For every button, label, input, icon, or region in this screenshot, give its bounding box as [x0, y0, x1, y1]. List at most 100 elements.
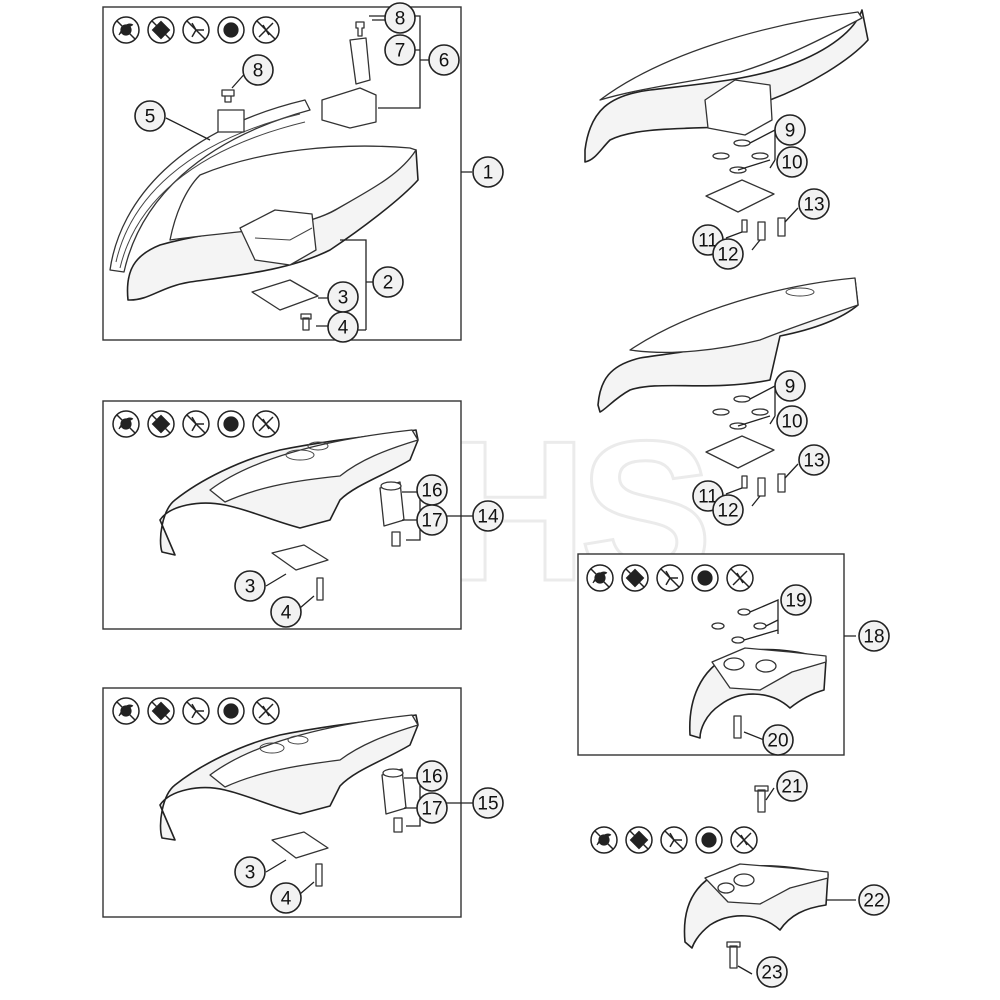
- symbol-row-panel-18: [586, 564, 754, 592]
- callout-16-p15: 16: [416, 760, 448, 792]
- callout-6: 6: [428, 44, 460, 76]
- svg-text:1: 1: [483, 163, 494, 184]
- callout-12-mid: 12: [712, 494, 744, 526]
- mounting-plate-part-3: [251, 279, 319, 311]
- svg-text:23: 23: [761, 963, 782, 984]
- disc-blade-icon: [217, 697, 245, 725]
- screw-part-11: [741, 219, 748, 233]
- callout-10-top: 10: [776, 146, 808, 178]
- callout-1: 1: [472, 156, 504, 188]
- washer-part-19-c: [753, 622, 767, 630]
- trimmer-head-icon: [112, 16, 140, 44]
- svg-text:3: 3: [338, 288, 349, 309]
- callout-15: 15: [472, 787, 504, 819]
- plate-right-middle: [705, 435, 775, 469]
- callout-4-p14: 4: [270, 596, 302, 628]
- callout-18: 18: [858, 620, 890, 652]
- callout-4: 4: [327, 311, 359, 343]
- callout-3-p15: 3: [234, 856, 266, 888]
- svg-text:16: 16: [421, 767, 442, 788]
- trimmer-head-icon: [112, 697, 140, 725]
- trimmer-head-icon: [586, 564, 614, 592]
- svg-text:13: 13: [803, 195, 824, 216]
- screw-part-4-p14: [316, 577, 324, 601]
- callout-9-top: 9: [774, 114, 806, 146]
- callout-8-top: 8: [384, 2, 416, 34]
- callout-17-p14: 17: [416, 504, 448, 536]
- washer-part-19-a: [737, 608, 751, 616]
- callout-23: 23: [756, 956, 788, 988]
- svg-text:22: 22: [863, 891, 884, 912]
- symbol-row-panel-15: [112, 697, 280, 725]
- callout-21: 21: [776, 770, 808, 802]
- disc-blade-icon: [217, 410, 245, 438]
- main-guard-part-1: [126, 149, 419, 301]
- disc-blade-icon: [217, 16, 245, 44]
- screw-part-8-lower: [221, 89, 235, 103]
- plate-right-top: [705, 179, 775, 213]
- screw-part-17: [391, 531, 401, 547]
- guard-part-22-top: [704, 863, 829, 905]
- callout-3: 3: [327, 281, 359, 313]
- guard-extension-clip: [217, 109, 245, 133]
- disc-blade-icon: [691, 564, 719, 592]
- svg-text:9: 9: [785, 121, 796, 142]
- guard-part-22-boss-2: [717, 882, 735, 894]
- bracket-plate-part-7: [349, 37, 371, 85]
- callout-9-mid: 9: [774, 370, 806, 402]
- guard-right-top-block: [704, 79, 773, 136]
- guard-extension-inner-2: [119, 121, 306, 269]
- washer-part-10-a: [751, 152, 769, 160]
- svg-text:15: 15: [477, 794, 498, 815]
- plate-part-3-p15: [271, 831, 329, 859]
- three-blade-icon: [182, 697, 210, 725]
- guard-part-18-boss-1: [723, 657, 745, 671]
- screw-part-11-b: [741, 475, 748, 489]
- washer-part-19-b: [711, 622, 725, 630]
- screw-part-12: [757, 221, 766, 241]
- callout-16-p14: 16: [416, 474, 448, 506]
- guard-extension-inner: [115, 113, 301, 263]
- screw-part-13: [777, 217, 786, 237]
- callout-8-left: 8: [242, 54, 274, 86]
- svg-text:4: 4: [281, 603, 292, 624]
- polycut-head-icon: [625, 826, 653, 854]
- two-blade-icon: [252, 697, 280, 725]
- svg-text:4: 4: [281, 889, 292, 910]
- spacer-part-16-p15-top: [382, 768, 404, 778]
- guard-right-middle-top: [629, 277, 859, 354]
- polycut-head-icon: [147, 697, 175, 725]
- svg-text:4: 4: [338, 318, 349, 339]
- guard-part-14-top: [209, 429, 419, 503]
- svg-text:14: 14: [477, 507, 499, 528]
- screw-part-17-p15: [393, 817, 403, 833]
- guard-part-14-hole-2: [307, 441, 329, 451]
- callout-5: 5: [134, 100, 166, 132]
- screw-part-20: [733, 715, 742, 739]
- svg-text:2: 2: [383, 273, 394, 294]
- mount-block-detail: [254, 227, 313, 241]
- washer-part-9-c: [733, 395, 751, 403]
- guard-extension-part-5: [109, 99, 311, 273]
- screw-part-21: [754, 785, 769, 813]
- callout-10-mid: 10: [776, 405, 808, 437]
- symbol-row-panel-14: [112, 410, 280, 438]
- svg-text:8: 8: [253, 61, 264, 82]
- callout-13-mid: 13: [798, 444, 830, 476]
- screw-part-12-b: [757, 477, 766, 497]
- plate-part-3-p14: [271, 544, 329, 571]
- two-blade-icon: [726, 564, 754, 592]
- polycut-head-icon: [147, 16, 175, 44]
- svg-text:12: 12: [717, 501, 738, 522]
- three-blade-icon: [182, 410, 210, 438]
- symbol-row-part-22: [590, 826, 758, 854]
- callout-14: 14: [472, 500, 504, 532]
- svg-text:18: 18: [863, 627, 884, 648]
- callout-3-p14: 3: [234, 570, 266, 602]
- leader-lines-part-22: [737, 899, 856, 975]
- main-guard-top-edge: [169, 145, 417, 241]
- leader-lines-panel-18: [743, 599, 856, 801]
- svg-text:16: 16: [421, 481, 442, 502]
- three-blade-icon: [656, 564, 684, 592]
- svg-text:19: 19: [785, 591, 806, 612]
